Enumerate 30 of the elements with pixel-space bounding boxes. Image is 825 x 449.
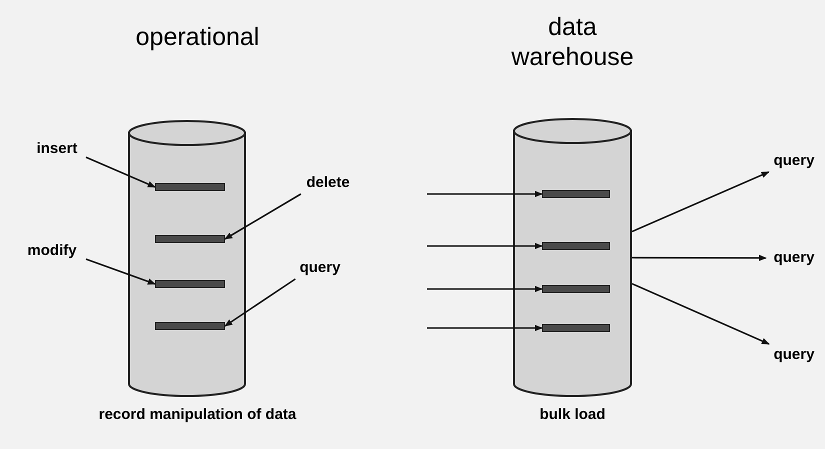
arrow [632, 254, 767, 262]
heading-label: data warehouse [510, 12, 635, 72]
arrow [427, 242, 543, 250]
arrow [427, 190, 543, 198]
caption-text: bulk load [538, 405, 606, 424]
record-bar [542, 190, 610, 198]
operation-label: query [766, 247, 822, 269]
arrow [224, 278, 296, 327]
arrow [632, 282, 770, 345]
record-bar [155, 322, 225, 330]
operation-label: delete [298, 172, 358, 194]
arrow [632, 171, 770, 232]
record-bar [542, 242, 610, 250]
record-bar [542, 324, 610, 332]
arrow [427, 324, 543, 332]
caption-text: record manipulation of data [98, 405, 298, 424]
operation-label: query [292, 257, 348, 279]
arrow [224, 193, 302, 240]
record-bar [155, 235, 225, 243]
operation-label: modify [18, 240, 86, 262]
record-bar [155, 183, 225, 191]
arrow [86, 258, 156, 285]
arrow [427, 286, 543, 292]
operation-label: query [766, 150, 822, 172]
operation-label: insert [28, 138, 86, 160]
heading-label: operational [134, 22, 260, 52]
record-bar [542, 285, 610, 293]
record-bar [155, 280, 225, 288]
operation-label: query [766, 344, 822, 366]
arrow [86, 156, 156, 188]
